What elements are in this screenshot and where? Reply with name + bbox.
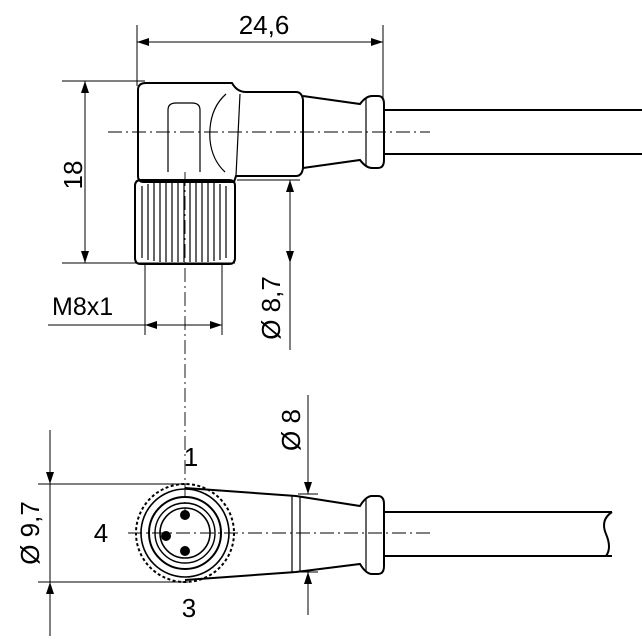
knurled-nut	[134, 179, 236, 265]
pin-4	[161, 531, 171, 541]
top-view: 24,6 18	[48, 10, 642, 520]
knurled-ring-outer	[135, 483, 235, 583]
front-view: Ø 9,7 Ø 8 1 4 3	[15, 395, 613, 636]
cable-dia-label: Ø 8	[276, 409, 306, 451]
pin-3	[180, 546, 190, 556]
pin-1-label: 1	[184, 442, 198, 472]
height-dimension-label: 18	[58, 161, 88, 190]
pin-4-label: 4	[94, 518, 108, 548]
insert-face	[159, 507, 211, 559]
slot	[167, 102, 201, 172]
body-dia-label: Ø 9,7	[15, 501, 45, 565]
nut-dia-label: Ø 8,7	[256, 276, 286, 340]
insert-outer	[148, 496, 222, 570]
length-dimension-label: 24,6	[239, 10, 290, 40]
pin-3-label: 3	[182, 593, 196, 623]
cable-break	[603, 511, 613, 557]
front-body	[184, 487, 385, 581]
thread-label: M8x1	[52, 293, 113, 321]
connector-housing	[137, 82, 304, 183]
pin-1	[180, 510, 190, 520]
